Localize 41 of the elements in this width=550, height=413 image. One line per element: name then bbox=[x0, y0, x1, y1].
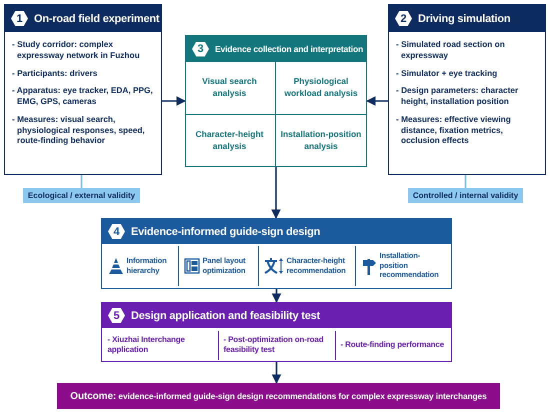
step-panel bbox=[185, 35, 367, 167]
bullet-text: - Participants: drivers bbox=[12, 68, 98, 78]
panel-title: Evidence collection and interpretation bbox=[215, 44, 364, 54]
step-panel bbox=[4, 4, 162, 175]
step-badge: 5 bbox=[108, 308, 125, 323]
outcome-text: Outcome: evidence-informed guide-sign design recommendations for complex expressway interchanges bbox=[70, 390, 487, 402]
bullet-text: - Design parameters: character height, installation position bbox=[396, 85, 520, 107]
item-text: - Xiuzhai Interchange application bbox=[108, 334, 186, 356]
panel-title: Design application and feasibility test bbox=[131, 310, 320, 322]
arrow bbox=[162, 96, 186, 106]
step-badge: 1 bbox=[11, 11, 28, 26]
analysis-cell: Physiological workload analysis bbox=[276, 62, 366, 114]
panel-title: Driving simulation bbox=[418, 12, 510, 24]
analysis-cell: Installation-position analysis bbox=[276, 114, 366, 166]
validity-tag: Controlled / internal validity bbox=[408, 188, 523, 203]
step-badge: 3 bbox=[192, 42, 209, 56]
arrow bbox=[272, 289, 282, 303]
bullet-text: - Simulator + eye tracking bbox=[396, 68, 498, 78]
step-badge: 2 bbox=[395, 11, 412, 26]
bullet-text: - Apparatus: eye tracker, EDA, PPG, EMG, GPS, cameras bbox=[12, 85, 154, 107]
bullet-text: - Simulated road section on expressway bbox=[396, 39, 506, 61]
step-panel bbox=[101, 302, 452, 362]
panel-title: On-road field experiment bbox=[34, 12, 160, 24]
analysis-cell: Character-height analysis bbox=[184, 114, 276, 166]
step-panel bbox=[388, 4, 546, 175]
validity-tag: Ecological / external validity bbox=[23, 188, 140, 203]
panel-title: Evidence-informed guide-sign design bbox=[131, 226, 320, 238]
item-text: - Post-optimization on-road feasibility test bbox=[224, 334, 324, 356]
step-panel bbox=[101, 218, 452, 289]
outcome-bar bbox=[57, 383, 500, 409]
step-badge: 4 bbox=[108, 224, 125, 239]
connector-line bbox=[80, 175, 82, 188]
bullet-text: - Study corridor: complex expressway network in Fuzhou bbox=[12, 39, 141, 61]
bullet-text: - Measures: effective viewing distance, fixation metrics, occlusion effects bbox=[396, 114, 512, 146]
arrow bbox=[366, 96, 388, 106]
arrow bbox=[271, 167, 281, 219]
connector-line bbox=[464, 175, 466, 188]
bullet-text: - Measures: visual search, physiological responses, speed, route-finding behavior bbox=[12, 114, 146, 146]
arrow bbox=[272, 362, 282, 384]
analysis-cell: Visual search analysis bbox=[184, 62, 276, 114]
item-text: - Route-finding performance bbox=[340, 340, 444, 350]
